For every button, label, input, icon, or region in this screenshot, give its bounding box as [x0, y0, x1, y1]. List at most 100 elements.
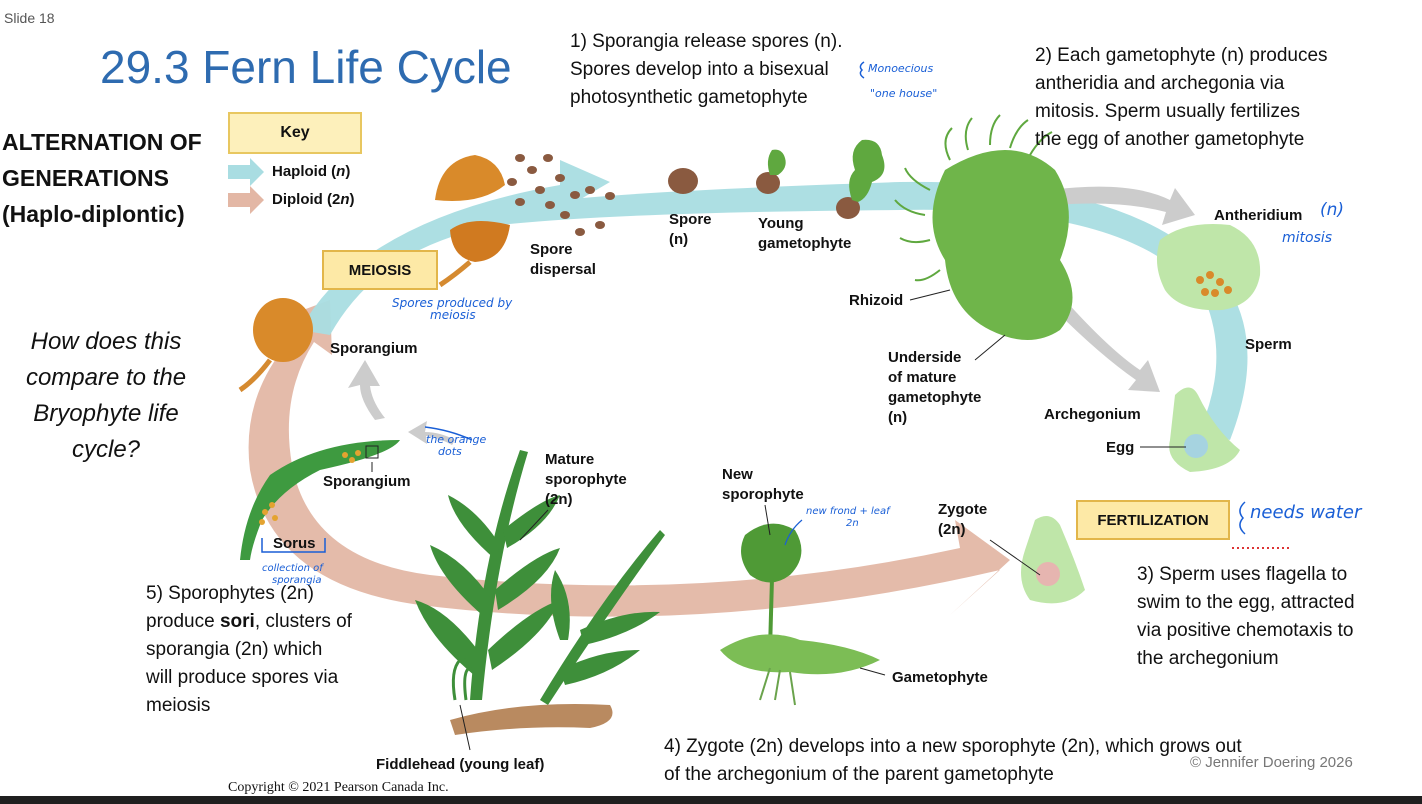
closed-sporangium-illustration	[238, 298, 313, 393]
fiddlehead-leader	[459, 704, 471, 751]
step-1-text: 1) Sporangia release spores (n). Spores …	[570, 28, 842, 112]
spores-meiosis-note: Spores produced by meiosis	[392, 297, 512, 321]
sori-term: sori	[219, 611, 255, 632]
gametophyte-leader	[859, 667, 886, 676]
step-4-line: of the archegonium of the parent gametop…	[664, 764, 1054, 785]
question-line: cycle?	[71, 436, 141, 463]
slide-label: Slide 18	[4, 10, 55, 26]
question-line: How does this	[30, 328, 182, 355]
step-1-line: Spores develop into a bisexual	[570, 59, 829, 80]
young-gametophyte-label: Young gametophyte	[758, 214, 851, 254]
label-line: gametophyte	[888, 389, 982, 406]
open-sporangium-illustration	[435, 155, 510, 288]
label-line: sporophyte	[722, 486, 804, 503]
one-house-note: "one house"	[870, 87, 938, 100]
note-line: collection of	[262, 563, 323, 574]
step-5-line: 5) Sporophytes (2n)	[146, 583, 314, 604]
monoecious-brace	[859, 61, 865, 79]
rhizoid-label: Rhizoid	[849, 292, 904, 309]
label-line: (n)	[669, 231, 689, 248]
rhizoid-leader	[909, 289, 951, 301]
fertilization-box: FERTILIZATION	[1076, 500, 1230, 540]
step-2-line: 2) Each gametophyte (n) produces	[1035, 45, 1328, 66]
author-credit: © Jennifer Doering 2026	[1190, 754, 1353, 771]
new-sporophyte-leader	[764, 504, 771, 536]
step-2-text: 2) Each gametophyte (n) produces antheri…	[1035, 42, 1328, 154]
sperm-label: Sperm	[1245, 336, 1292, 353]
step-5-line: sporangia (2n) which	[146, 639, 323, 660]
egg-label: Egg	[1106, 439, 1135, 456]
label-line: (n)	[888, 409, 908, 426]
question-line: Bryophyte life	[33, 400, 179, 427]
heading-line: (Haplo-diplontic)	[2, 201, 185, 227]
meiosis-box: MEIOSIS	[322, 250, 438, 290]
mature-sporophyte-leader	[519, 509, 549, 541]
step-1-line: photosynthetic gametophyte	[570, 87, 808, 108]
step-3-line: 3) Sperm uses flagella to	[1137, 564, 1348, 585]
sorus-label: Sorus	[273, 535, 316, 552]
monoecious-note: Monoecious	[868, 62, 934, 75]
needs-water-note: needs water	[1250, 502, 1362, 523]
note-line: meiosis	[430, 308, 476, 322]
step-3-line: via positive chemotaxis to	[1137, 620, 1354, 641]
step-3-text: 3) Sperm uses flagella to swim to the eg…	[1137, 561, 1355, 673]
label-line: Young	[758, 215, 804, 232]
new-frond-arrow	[784, 519, 803, 546]
gray-arrow-to-leaf	[408, 421, 455, 445]
zygote-label: Zygote (2n)	[938, 500, 987, 540]
comparison-question: How does this compare to the Bryophyte l…	[6, 324, 206, 468]
needs-water-brace	[1239, 501, 1246, 535]
sporangium-leaf-label: Sporangium	[323, 473, 411, 490]
label-line: Spore	[669, 211, 712, 228]
sorus-bracket	[261, 538, 326, 553]
mature-sporophyte-illustration	[415, 450, 665, 705]
label-line: Mature	[545, 451, 595, 468]
spore-dispersal-label: Spore dispersal	[530, 240, 596, 280]
step-2-line: the egg of another gametophyte	[1035, 129, 1305, 150]
heading-line: ALTERNATION OF	[2, 129, 202, 155]
step-5-line: meiosis	[146, 695, 211, 716]
leaf-with-sori-illustration	[240, 440, 400, 560]
orange-dots-note: the orange dots	[426, 434, 486, 458]
note-line: new frond + leaf	[806, 506, 890, 517]
antheridium-illustration	[1156, 224, 1261, 311]
gray-arrow-to-archegonium	[1055, 300, 1160, 392]
underside-gametophyte-label: Underside of mature gametophyte (n)	[888, 348, 981, 428]
heading-line: GENERATIONS	[2, 165, 169, 191]
alternation-heading: ALTERNATION OF GENERATIONS (Haplo-diplon…	[2, 124, 202, 232]
zygote-leader	[989, 539, 1041, 576]
note-line: 2n	[846, 518, 859, 529]
zygote-illustration	[1021, 516, 1085, 604]
slide-title: 29.3 Fern Life Cycle	[100, 41, 512, 93]
step-5-text: 5) Sporophytes (2n) produce sori, cluste…	[146, 580, 352, 720]
label-line: New	[722, 466, 753, 483]
label-line: Spore	[530, 241, 573, 258]
label-line: Zygote	[938, 501, 988, 518]
new-frond-note: new frond + leaf 2n	[806, 506, 890, 530]
collection-note: collection of sporangia	[262, 563, 323, 587]
step-2-line: antheridia and archegonia via	[1035, 73, 1285, 94]
archegonium-label: Archegonium	[1044, 406, 1141, 423]
key-diploid-label: Diploid (2n)	[272, 191, 355, 208]
rhizome-illustration	[450, 704, 613, 735]
gray-arrow-to-antheridium	[1050, 186, 1195, 225]
label-line: (2n)	[938, 521, 966, 538]
sporangium-label: Sporangium	[330, 340, 418, 357]
note-line: Spores produced by	[392, 296, 513, 310]
step-3-line: swim to the egg, attracted	[1137, 592, 1355, 613]
spore-illustration	[668, 168, 698, 194]
step-5-pre: produce	[146, 611, 220, 632]
bottom-bar	[0, 796, 1422, 804]
label-line: gametophyte	[758, 235, 852, 252]
label-line: Underside	[888, 349, 962, 366]
note-line: the orange	[426, 433, 487, 446]
key-haploid-label: Haploid (n)	[272, 163, 351, 180]
key-box: Key	[228, 112, 362, 154]
orange-dots-arrow	[424, 426, 473, 441]
dispersing-spores	[507, 154, 615, 236]
new-sporophyte-illustration	[720, 523, 880, 706]
step-2-line: mitosis. Sperm usually fertilizes	[1035, 101, 1301, 122]
step-1-line: 1) Sporangia release spores (n).	[570, 31, 843, 52]
diploid-key-arrow	[228, 186, 264, 214]
